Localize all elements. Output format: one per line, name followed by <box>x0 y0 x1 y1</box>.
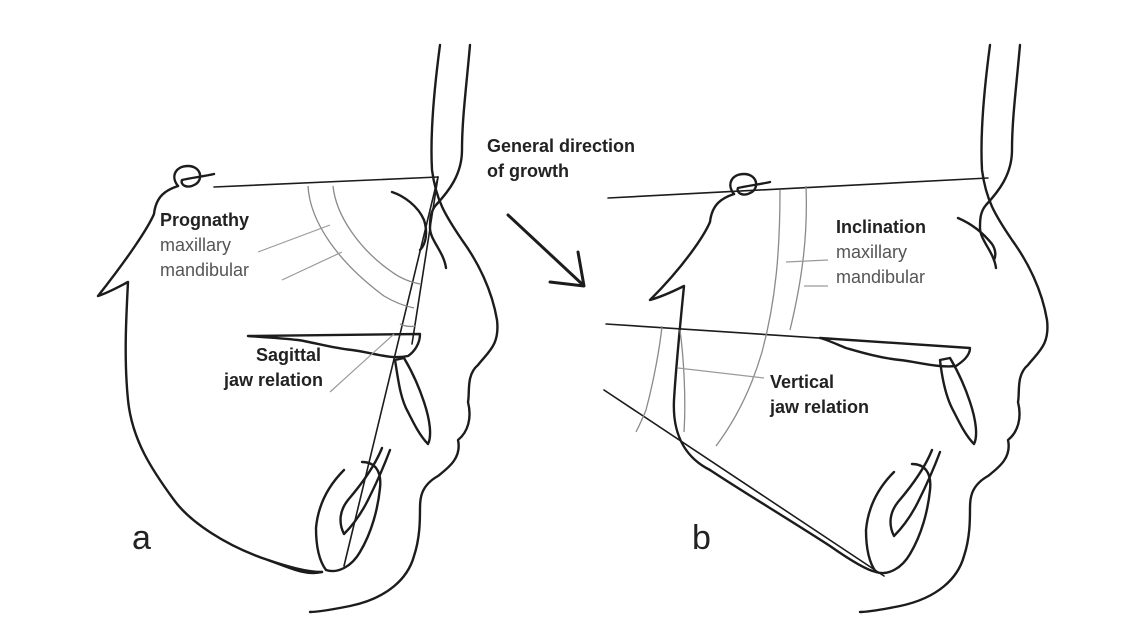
growth-arrow-head <box>548 250 586 288</box>
panel-a-palate <box>246 332 422 359</box>
panel-b-vertical-arc-2 <box>679 329 686 433</box>
prognathy-mandibular-label: mandibular <box>160 260 250 280</box>
prognathy-maxillary-label: maxillary <box>160 235 232 255</box>
panel-a-symphysis <box>314 460 382 573</box>
panel-a-mandibular-leader <box>281 251 343 281</box>
panel-b-lower-incisor <box>889 448 942 538</box>
panel-b-soft-tissue-profile <box>858 43 1049 614</box>
panel-a-sagittal-arc <box>399 323 417 328</box>
panel-b-vertical-arc-1 <box>635 325 663 433</box>
inclination-maxillary-label: maxillary <box>836 242 908 262</box>
panel-a-bony-profile <box>428 43 472 270</box>
panel-b-mandible <box>708 468 878 574</box>
panel-a-soft-tissue-profile <box>308 43 499 614</box>
growth-label-line1: General direction <box>487 136 636 156</box>
panel-a-sagittal-leader <box>329 333 395 393</box>
panel-a-maxillary-arc <box>307 185 415 309</box>
growth-label-line2: of growth <box>487 161 569 181</box>
panel-b-palate <box>818 336 972 368</box>
inclination-title: Inclination <box>836 217 926 237</box>
panel-b-sn-line <box>607 177 989 199</box>
panel-a-lower-incisor <box>339 446 392 536</box>
panel-a-upper-incisor <box>393 356 432 446</box>
panel-a-mandible <box>266 558 324 574</box>
sagittal-label-line1: Sagittal <box>256 345 322 365</box>
panel-a-tracing <box>96 43 499 614</box>
vertical-label-line1: Vertical <box>770 372 835 392</box>
panel-a-maxillary-leader <box>257 224 331 253</box>
panel-a-orbit <box>390 190 428 252</box>
panel-a-letter: a <box>132 519 151 557</box>
panel-b-occiput <box>648 192 736 472</box>
panel-a-mandibular-arc <box>332 185 421 285</box>
panel-a-occiput <box>96 184 324 575</box>
inclination-mandibular-label: mandibular <box>836 267 926 287</box>
panel-b-maxillary-arc <box>715 189 781 447</box>
vertical-label-line2: jaw relation <box>770 397 870 417</box>
panel-b-letter: b <box>692 519 711 557</box>
panel-b-vertical-leader <box>677 367 765 379</box>
panel-b-bony-profile <box>978 43 1022 270</box>
sagittal-label-line2: jaw relation <box>224 370 324 390</box>
panel-a-sn-line <box>213 176 439 188</box>
panel-b-sella-turcica <box>729 172 772 196</box>
panel-b-orbit <box>956 216 997 262</box>
panel-a-na-line <box>411 176 439 345</box>
panel-b-mandibular-arc <box>789 185 808 331</box>
growth-arrow-shaft <box>506 213 584 286</box>
prognathy-title: Prognathy <box>160 210 250 230</box>
panel-b-maxillary-leader <box>785 259 829 263</box>
panel-b-symphysis <box>864 462 932 575</box>
panel-b-mandibular-plane <box>603 389 885 577</box>
panel-a-nb-line <box>343 176 439 567</box>
panel-b-tracing <box>603 43 1049 614</box>
panel-b-upper-incisor <box>938 356 978 446</box>
panel-a-sella-turcica <box>173 164 216 188</box>
growth-arrow <box>506 213 586 288</box>
